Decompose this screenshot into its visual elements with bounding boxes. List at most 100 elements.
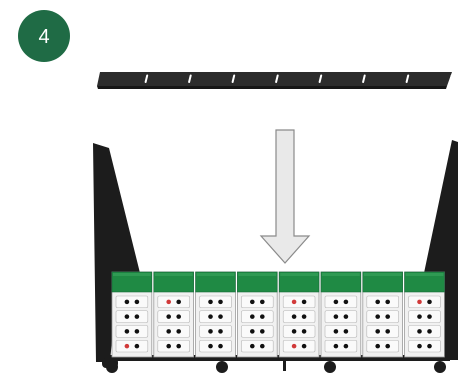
module-slot: [157, 295, 190, 309]
module-indicator: [333, 343, 339, 349]
module-slot: [199, 310, 232, 323]
module-slot: [408, 325, 441, 338]
module-cap-highlight: [196, 273, 235, 276]
module-cap-highlight: [113, 273, 151, 276]
rail-tick: [362, 74, 366, 83]
module-cap-highlight: [405, 273, 444, 276]
module-indicator: [260, 299, 265, 305]
module-indicator: [134, 329, 140, 334]
module-slot: [408, 295, 441, 309]
down-arrow-shape: [259, 129, 311, 264]
module-slot: [115, 310, 149, 323]
module-indicator: [301, 343, 307, 349]
module-indicator: [333, 329, 339, 334]
module-indicator: [134, 299, 140, 305]
module-indicator: [176, 343, 181, 349]
module-indicator: [385, 329, 391, 334]
down-arrow-icon: [259, 129, 311, 264]
module-indicator: [134, 314, 140, 319]
module-indicator: [343, 329, 349, 334]
module-slot: [115, 295, 149, 309]
module-indicator: [417, 329, 422, 334]
module-indicator: [343, 299, 349, 305]
rail-tick: [231, 74, 236, 83]
rack-module: [278, 271, 320, 358]
module-slot: [241, 325, 274, 338]
module-indicator: [333, 314, 339, 319]
module-indicator: [343, 314, 349, 319]
rack-module: [320, 271, 362, 358]
module-slot: [199, 325, 232, 338]
module-slot: [115, 339, 149, 353]
module-slot: [199, 295, 232, 309]
step-badge-circle: [18, 10, 70, 62]
top-rail-bar: [97, 72, 452, 86]
module-indicator: [385, 343, 391, 349]
rack-module: [195, 271, 236, 358]
module-slot: [324, 295, 358, 309]
module-indicator: [124, 299, 130, 305]
module-cap: [404, 271, 445, 293]
module-cap: [278, 271, 320, 293]
module-cap: [362, 271, 403, 293]
module-slot: [241, 339, 274, 353]
module-indicator: [124, 314, 130, 319]
rack-left-upright: [93, 143, 140, 362]
rail-tick: [144, 74, 149, 83]
rack-module: [153, 271, 195, 358]
module-indicator: [417, 299, 422, 305]
module-indicator: [375, 343, 381, 349]
module-indicator: [291, 343, 297, 349]
rack-module: [362, 271, 403, 358]
module-cap-highlight: [322, 273, 360, 276]
module-cap: [320, 271, 362, 293]
rack-caster: [106, 361, 118, 373]
module-cap: [195, 271, 236, 293]
module-slot: [324, 325, 358, 338]
module-indicator: [427, 314, 432, 319]
module-indicator: [301, 329, 307, 334]
module-indicator: [208, 314, 213, 319]
rail-tick: [449, 74, 453, 83]
module-slot: [157, 339, 190, 353]
rack-caster: [216, 361, 228, 373]
module-indicator: [208, 343, 213, 349]
module-indicator: [260, 314, 265, 319]
module-slot: [324, 339, 358, 353]
module-indicator: [218, 299, 223, 305]
module-slot: [157, 325, 190, 338]
module-slot: [115, 325, 149, 338]
module-slot: [241, 310, 274, 323]
rail-tick: [318, 74, 323, 83]
rack-module: [404, 271, 445, 358]
module-slot: [408, 310, 441, 323]
module-slot: [241, 295, 274, 309]
module-cap: [153, 271, 194, 293]
rail-tick: [275, 74, 279, 83]
module-indicator: [176, 314, 181, 319]
rail-tick: [188, 74, 192, 83]
module-indicator: [427, 329, 432, 334]
module-cap: [111, 271, 153, 293]
module-indicator: [260, 343, 265, 349]
module-slot: [282, 310, 316, 323]
module-slot: [282, 339, 316, 353]
module-indicator: [250, 329, 255, 334]
rack-modules: [111, 271, 445, 358]
rack-caster: [434, 361, 446, 373]
module-indicator: [218, 314, 223, 319]
module-indicator: [385, 314, 391, 319]
module-cap-highlight: [238, 273, 277, 276]
step-number: 4: [38, 26, 49, 48]
module-indicator: [260, 329, 265, 334]
module-indicator: [291, 329, 297, 334]
module-cap-highlight: [280, 273, 318, 276]
module-indicator: [208, 299, 213, 305]
module-indicator: [375, 329, 381, 334]
module-indicator: [134, 343, 140, 349]
module-slot: [157, 310, 190, 323]
module-indicator: [333, 299, 339, 305]
module-indicator: [124, 329, 130, 334]
module-cap: [237, 271, 278, 293]
